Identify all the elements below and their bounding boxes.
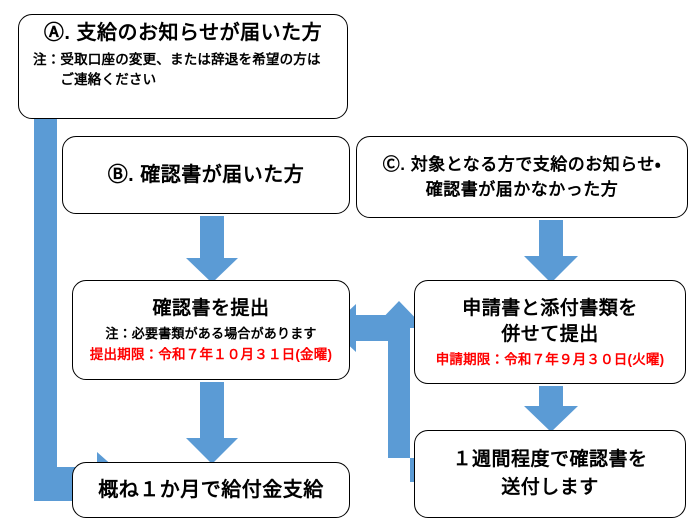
arrow-c-to-e — [524, 220, 578, 283]
node-d-deadline: 提出期限：令和７年１０月３１日(金曜) — [89, 347, 333, 363]
node-a-note: 注：受取口座の変更、または辞退を希望の方は ご連絡ください — [33, 52, 321, 87]
arrow-g-to-d — [373, 301, 425, 482]
node-d-note: 注：必要書類がある場合があります — [105, 325, 317, 341]
node-a-label: Ⓐ. 支給のお知らせが届いた方 — [43, 22, 323, 44]
node-g-label: １週間程度で確認書を 送付します — [452, 449, 648, 498]
node-c-label: Ⓒ. 対象となる方で支給のお知らせ・ 確認書が届かなかった方 — [382, 154, 662, 200]
node-f-label: 概ね１か月で給付金支給 — [98, 478, 324, 501]
arrow-b-to-d — [186, 216, 238, 283]
node-g-confirmation-form-sent[interactable]: １週間程度で確認書を 送付します — [414, 430, 686, 518]
node-e-label: 申請書と添付書類を 併せて提出 — [462, 298, 638, 346]
node-a-payment-notice-received[interactable]: Ⓐ. 支給のお知らせが届いた方 注：受取口座の変更、または辞退を希望の方は ご連… — [18, 14, 348, 119]
node-c-nothing-received[interactable]: Ⓒ. 対象となる方で支給のお知らせ・ 確認書が届かなかった方 — [356, 136, 688, 218]
node-e-submit-application-and-documents[interactable]: 申請書と添付書類を 併せて提出 申請期限：令和７年９月３０日(火曜) — [414, 280, 686, 384]
node-f-benefit-payment[interactable]: 概ね１か月で給付金支給 — [72, 462, 350, 518]
node-b-confirmation-form-received[interactable]: Ⓑ. 確認書が届いた方 — [62, 136, 350, 214]
node-d-label: 確認書を提出 — [152, 297, 270, 319]
node-d-submit-confirmation-form[interactable]: 確認書を提出 注：必要書類がある場合があります 提出期限：令和７年１０月３１日(… — [72, 280, 350, 380]
arrow-e-to-g — [524, 386, 578, 432]
node-b-label: Ⓑ. 確認書が届いた方 — [107, 163, 305, 186]
node-e-deadline: 申請期限：令和７年９月３０日(火曜) — [435, 351, 665, 367]
arrow-d-to-f — [186, 382, 238, 464]
